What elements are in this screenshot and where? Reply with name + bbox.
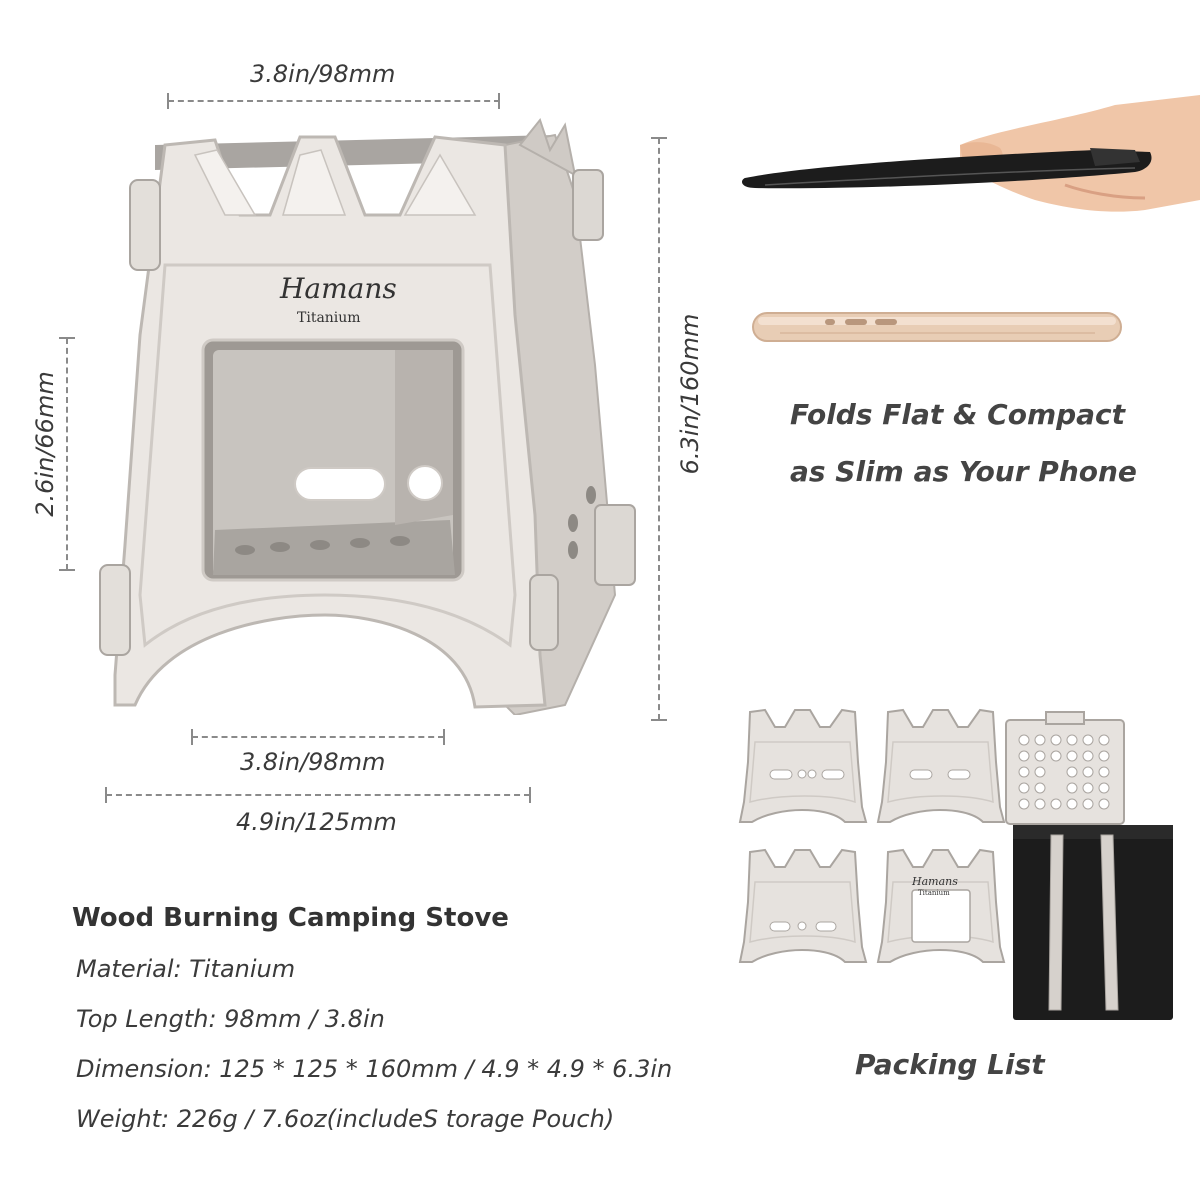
stove-subbrand: Titanium [297,310,361,326]
fold-tagline-line1: Folds Flat & Compact [790,398,1126,431]
packing-list-label: Packing List [855,1048,1045,1081]
packing-panel-sub: Titanium [918,889,950,897]
bottom-outer-width-label: 4.9in/125mm [236,808,397,836]
packing-panel-2 [877,709,1005,823]
spec-title: Wood Burning Camping Stove [72,903,509,933]
packing-panel-1 [739,709,867,823]
stove-brand: Hamans [280,272,397,305]
spec-dimension: Dimension: 125 * 125 * 160mm / 4.9 * 4.9… [76,1055,673,1083]
phone-side-view [752,312,1122,342]
window-height-line [66,338,68,570]
stove-illustration [99,117,636,715]
bottom-inner-width-label: 3.8in/98mm [240,748,386,776]
packing-panel-brand: Hamans [912,875,958,888]
bottom-outer-width-line [106,794,530,796]
total-height-label: 6.3in/160mm [676,313,704,475]
packing-panel-4 [877,849,1005,963]
packing-panel-3 [739,849,867,963]
packing-pouch [1013,825,1173,1020]
folded-stove-in-hand [742,95,1200,212]
spec-top-length: Top Length: 98mm / 3.8in [76,1005,385,1033]
top-width-line [168,100,500,102]
packing-list-illustration [739,709,1173,1020]
total-height-line [658,138,660,720]
packing-grate [1005,711,1125,825]
top-width-label: 3.8in/98mm [250,60,396,88]
bottom-inner-width-line [192,736,444,738]
spec-material: Material: Titanium [76,955,296,983]
spec-weight: Weight: 226g / 7.6oz(includeS torage Pou… [76,1105,615,1133]
window-height-label: 2.6in/66mm [31,371,59,517]
fold-tagline-line2: as Slim as Your Phone [790,455,1137,488]
